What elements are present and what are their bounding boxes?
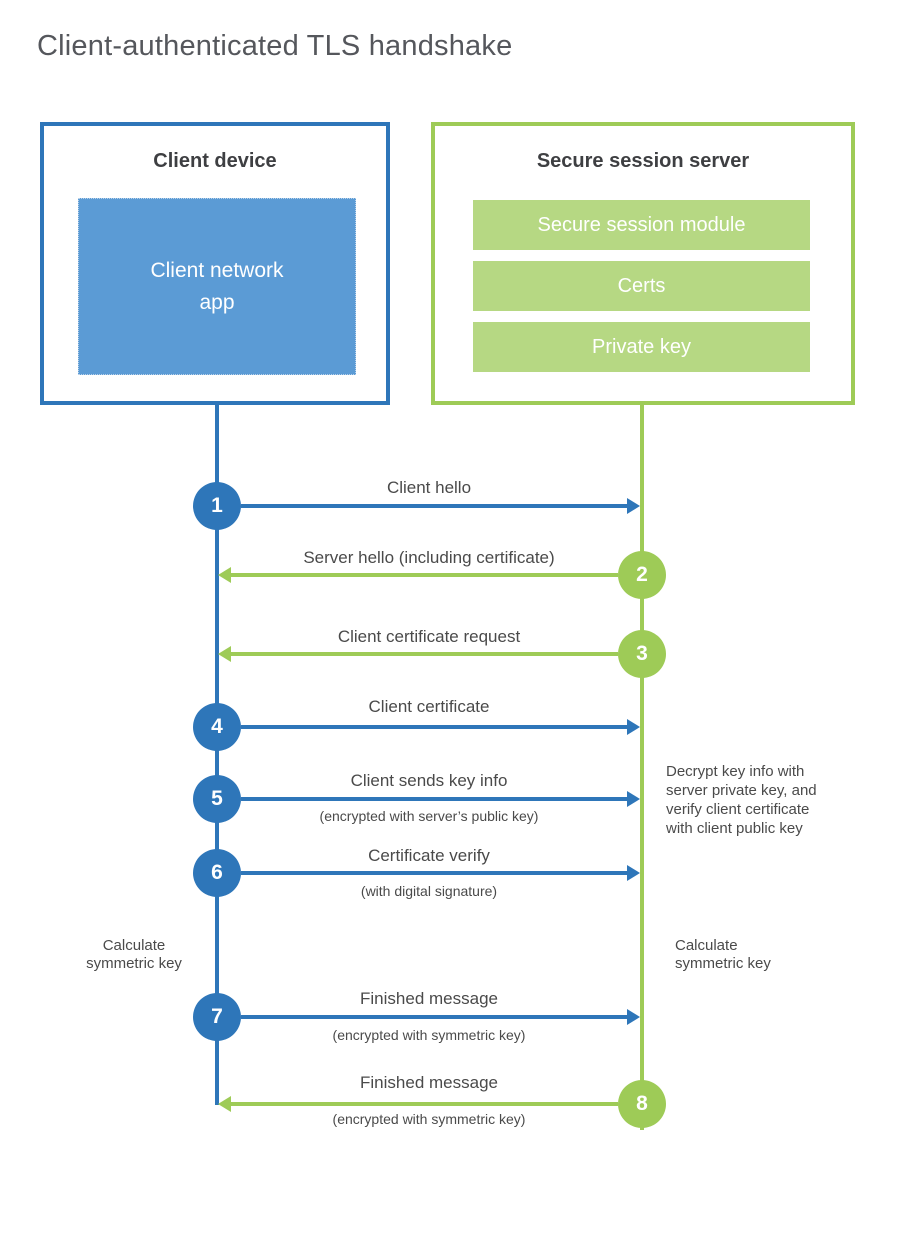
secure-session-server-title: Secure session server (536, 150, 750, 172)
client-lifeline (215, 405, 219, 1105)
step-label-finished-message-client: Finished message (360, 989, 498, 1008)
server-module-label: Certs (617, 274, 666, 297)
step-number: 6 (211, 861, 223, 884)
step-label-client-hello: Client hello (386, 478, 472, 497)
arrow-client-certificate-request (218, 646, 618, 662)
step-number: 8 (636, 1092, 648, 1115)
step-circle-2: 2 (618, 551, 666, 599)
arrow-finished-message-server (218, 1096, 618, 1112)
server-module-private-key: Private key (473, 322, 810, 372)
client-device-title: Client device (153, 150, 277, 172)
step-number: 1 (211, 494, 223, 517)
step-sublabel-client-sends-key-info: (encrypted with server’s public key) (319, 808, 539, 824)
step-label-certificate-verify: Certificate verify (368, 846, 490, 865)
step-circle-8: 8 (618, 1080, 666, 1128)
step-number: 3 (636, 642, 648, 665)
step-number: 5 (211, 787, 223, 810)
step-number: 2 (636, 563, 648, 586)
step-circle-4: 4 (193, 703, 241, 751)
arrow-certificate-verify (241, 865, 640, 881)
client-network-app-label: Client network app (150, 259, 284, 314)
step-sublabel-finished-message-server: (encrypted with symmetric key) (332, 1111, 526, 1127)
arrow-client-hello (241, 498, 640, 514)
note-decrypt-key-info: Decrypt key info with server private key… (666, 763, 817, 837)
step-circle-3: 3 (618, 630, 666, 678)
arrow-server-hello (218, 567, 618, 583)
server-module-label: Secure session module (537, 213, 746, 236)
step-circle-1: 1 (193, 482, 241, 530)
step-label-server-hello: Server hello (including certificate) (303, 548, 555, 567)
server-module-secure-session-module: Secure session module (473, 200, 810, 250)
step-number: 7 (211, 1005, 223, 1028)
page-title: Client-authenticated TLS handshake (37, 30, 513, 62)
step-number: 4 (211, 715, 223, 738)
server-module-certs: Certs (473, 261, 810, 311)
step-label-client-certificate-request: Client certificate request (337, 627, 521, 646)
step-label-client-certificate: Client certificate (368, 697, 490, 716)
note-calculate-symmetric-key-client: Calculate symmetric key (86, 937, 182, 973)
step-circle-6: 6 (193, 849, 241, 897)
step-circle-7: 7 (193, 993, 241, 1041)
arrow-finished-message-client (241, 1009, 640, 1025)
step-label-finished-message-server: Finished message (360, 1073, 498, 1092)
server-lifeline (640, 405, 644, 1130)
step-circle-5: 5 (193, 775, 241, 823)
server-module-label: Private key (592, 335, 691, 358)
arrow-client-sends-key-info (241, 791, 640, 807)
step-sublabel-certificate-verify: (with digital signature) (360, 883, 498, 899)
arrow-client-certificate (241, 719, 640, 735)
note-calculate-symmetric-key-server: Calculate symmetric key (675, 937, 771, 973)
client-network-app-box: Client network app (78, 198, 356, 375)
step-label-client-sends-key-info: Client sends key info (350, 771, 508, 790)
step-sublabel-finished-message-client: (encrypted with symmetric key) (332, 1027, 526, 1043)
